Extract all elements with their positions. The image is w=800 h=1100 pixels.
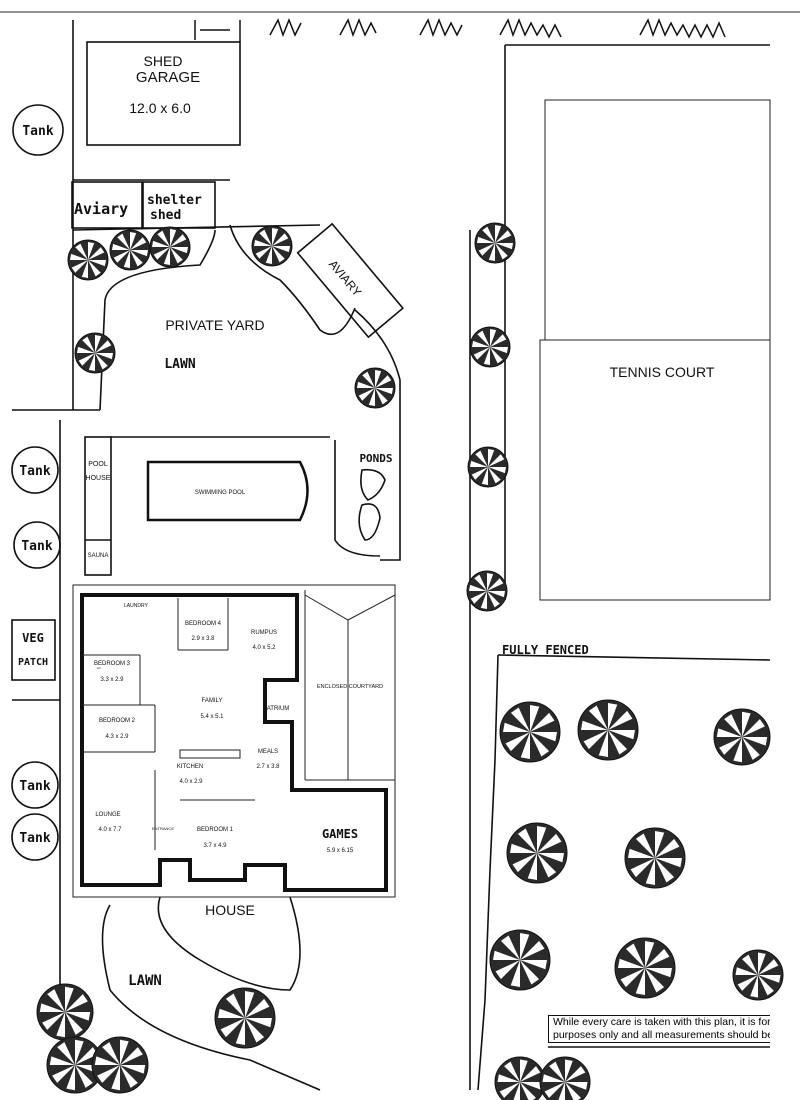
- pond: [358, 503, 381, 541]
- top-hedge: [194, 17, 726, 42]
- tree-icon: [109, 229, 151, 271]
- pool-house: POOL HOUSE SAUNA: [84, 436, 112, 576]
- tree-icon: [624, 827, 686, 889]
- tree-icon: [469, 326, 511, 368]
- boundary-lines: [0, 11, 800, 1091]
- tree-icon: [732, 949, 784, 1001]
- tree-icon: [74, 332, 116, 374]
- tennis-court-label: TENNIS COURT: [610, 364, 715, 380]
- lawn-top-label: LAWN: [164, 357, 195, 372]
- tree-icon: [506, 822, 568, 884]
- room-family: FAMILY: [202, 698, 223, 704]
- room-bedroom-1-size: 3.7 x 4.9: [203, 843, 227, 849]
- room-laundry: LAUNDRY: [124, 603, 148, 609]
- robe-label: w/r: [97, 666, 101, 670]
- tree-icon: [467, 446, 509, 488]
- tree-icon: [354, 367, 396, 409]
- disclaimer: While every care is taken with this plan…: [548, 1015, 770, 1043]
- room-lounge: LOUNGE: [95, 812, 120, 818]
- room-bedroom-3-size: 3.3 x 2.9: [100, 677, 124, 683]
- pool-house-label-1: POOL: [88, 461, 108, 468]
- tree-icon: [67, 239, 109, 281]
- room-meals: MEALS: [258, 749, 278, 755]
- ponds-label: PONDS: [359, 452, 392, 465]
- tree-icon: [91, 1036, 149, 1094]
- tree-icon: [577, 699, 639, 761]
- tree-icon: [214, 987, 276, 1049]
- shed-garage: SHED GARAGE 12.0 x 6.0: [86, 41, 241, 146]
- tank-label: Tank: [22, 124, 53, 139]
- tree-icon: [494, 1056, 546, 1100]
- tank-label: Tank: [19, 779, 50, 794]
- room-bedroom-1: BEDROOM 1: [197, 827, 234, 833]
- patch-label: PATCH: [18, 657, 48, 668]
- tree-icon: [149, 226, 191, 268]
- room-bedroom-2: BEDROOM 2: [99, 718, 136, 724]
- disclaimer-line-1: While every care is taken with this plan…: [553, 1016, 770, 1028]
- tree-icon: [474, 222, 516, 264]
- garage-label: GARAGE: [136, 69, 200, 86]
- house-label: HOUSE: [205, 902, 255, 918]
- swimming-pool: [146, 460, 309, 522]
- tank-label: Tank: [21, 539, 52, 554]
- veg-label: VEG: [22, 631, 44, 645]
- tree-icon: [466, 570, 508, 612]
- swimming-pool-label: SWIMMING POOL: [195, 490, 246, 496]
- room-rumpus-size: 4.0 x 5.2: [252, 645, 276, 651]
- tree-icon: [614, 937, 676, 999]
- tennis-court: TENNIS COURT: [539, 99, 771, 601]
- room-bedroom-2-size: 4.3 x 2.9: [105, 734, 129, 740]
- room-lounge-size: 4.0 x 7.7: [98, 827, 122, 833]
- shed-label: shed: [150, 208, 181, 223]
- room-family-size: 5.4 x 5.1: [200, 714, 224, 720]
- tree-icon: [36, 983, 94, 1041]
- room-atrium: ATRIUM: [267, 706, 290, 712]
- tree-icon: [713, 708, 771, 766]
- room-meals-size: 2.7 x 3.8: [256, 764, 280, 770]
- tank-label: Tank: [19, 831, 50, 846]
- fully-fenced-label: FULLY FENCED: [502, 643, 589, 657]
- aviary-small-label: Aviary: [74, 200, 128, 218]
- shed-title: SHED: [144, 53, 183, 69]
- room-enclosed-courtyard: ENCLOSED COURTYARD: [317, 684, 383, 690]
- pool-house-label-2: HOUSE: [86, 475, 111, 482]
- tree-icon: [499, 701, 561, 763]
- tanks: Tank Tank Tank Tank Tank: [11, 104, 64, 861]
- room-bedroom-3: BEDROOM 3: [94, 661, 131, 667]
- shelter-label: shelter: [147, 193, 202, 208]
- room-rumpus: RUMPUS: [251, 630, 277, 636]
- trees: [36, 222, 784, 1100]
- tree-icon: [46, 1036, 104, 1094]
- tree-icon: [539, 1056, 591, 1100]
- room-kitchen-size: 4.0 x 2.9: [179, 779, 203, 785]
- room-bedroom-4-size: 2.9 x 3.8: [191, 636, 215, 642]
- room-kitchen: KITCHEN: [177, 764, 203, 770]
- veg-patch: [11, 619, 56, 681]
- room-games: GAMES: [322, 827, 358, 841]
- tank-label: Tank: [19, 464, 50, 479]
- disclaimer-line-2: purposes only and all measurements shoul…: [553, 1029, 770, 1041]
- shed-size: 12.0 x 6.0: [129, 100, 191, 116]
- tree-icon: [489, 929, 551, 991]
- pond: [360, 468, 386, 501]
- tree-icon: [251, 225, 293, 267]
- house-floorplan: LAUNDRY BEDROOM 4 2.9 x 3.8 RUMPUS 4.0 x…: [72, 584, 396, 898]
- room-games-size: 5.9 x 6.15: [327, 848, 354, 854]
- room-entrance: ENTRANCE: [152, 826, 174, 831]
- room-bedroom-4: BEDROOM 4: [185, 621, 222, 627]
- lawn-bottom-label: LAWN: [128, 973, 162, 989]
- sauna-label: SAUNA: [88, 553, 109, 559]
- private-yard-label: PRIVATE YARD: [165, 317, 264, 333]
